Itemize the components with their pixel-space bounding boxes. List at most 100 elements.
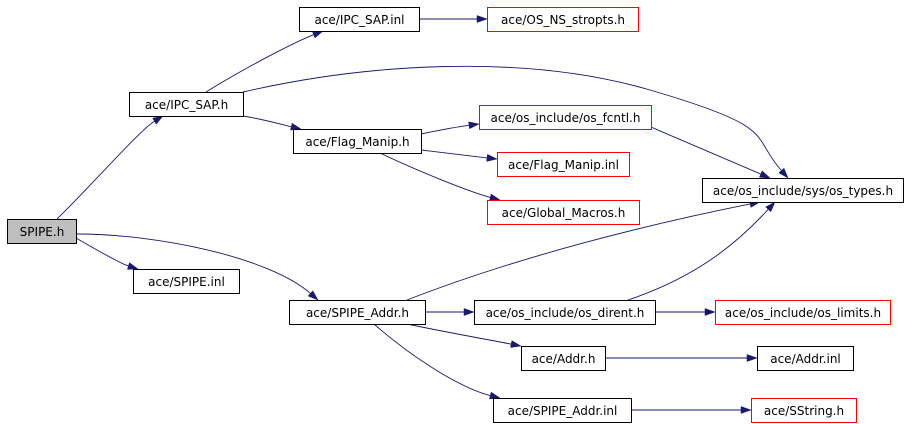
node-label: ace/Global_Macros.h xyxy=(502,206,626,220)
edge-line xyxy=(420,149,488,159)
edge-line xyxy=(373,323,491,397)
edge-spipe_h-to-spipe_addr_h xyxy=(75,233,319,301)
node-box xyxy=(479,105,652,130)
node-global-macros-h[interactable]: ace/Global_Macros.h xyxy=(487,200,640,225)
arrow-head-icon xyxy=(765,201,776,213)
node-spipe-h[interactable]: SPIPE.h xyxy=(7,219,77,244)
node-label: SPIPE.h xyxy=(20,225,65,239)
arrow-head-icon xyxy=(307,290,319,301)
node-os-types-h[interactable]: ace/os_include/sys/os_types.h xyxy=(702,178,904,203)
node-box xyxy=(493,398,632,423)
arrow-head-icon xyxy=(312,30,324,39)
node-os-dirent-h[interactable]: ace/os_include/os_dirent.h xyxy=(474,300,656,325)
edge-os_dirent_h-to-os_types_h xyxy=(627,201,776,301)
edge-spipe_h-to-ipc_sap_h xyxy=(56,115,164,220)
edge-flag_manip_h-to-global_macros_h xyxy=(379,152,501,202)
node-spipe-addr-inl[interactable]: ace/SPIPE_Addr.inl xyxy=(493,398,632,423)
arrow-head-icon xyxy=(152,115,164,125)
node-label: ace/SPIPE_Addr.inl xyxy=(508,404,618,418)
node-box xyxy=(521,346,606,371)
node-box xyxy=(289,300,426,325)
edge-flag_manip_h-to-flag_manip_inl xyxy=(420,149,498,162)
node-box xyxy=(487,200,640,225)
node-label: ace/Addr.h xyxy=(532,352,596,366)
node-label: ace/IPC_SAP.h xyxy=(145,98,228,112)
arrow-head-icon xyxy=(476,15,488,23)
node-box xyxy=(487,7,639,32)
edge-spipe_addr_h-to-addr_h xyxy=(406,323,522,348)
edge-line xyxy=(650,126,761,175)
arrow-head-icon xyxy=(468,121,480,130)
node-addr-inl[interactable]: ace/Addr.inl xyxy=(757,346,854,371)
edge-os_dirent_h-to-os_limits_h xyxy=(654,308,716,316)
arrow-head-icon xyxy=(489,391,501,400)
arrow-head-icon xyxy=(127,262,139,270)
node-ipc-sap-inl[interactable]: ace/IPC_SAP.inl xyxy=(299,7,420,32)
arrow-head-icon xyxy=(489,193,501,202)
edge-line xyxy=(75,233,311,294)
edge-flag_manip_h-to-os_fcntl_h xyxy=(420,121,480,135)
node-os-ns-stropts-h[interactable]: ace/OS_NS_stropts.h xyxy=(487,7,639,32)
arrow-head-icon xyxy=(759,170,771,179)
node-box xyxy=(7,219,77,244)
edge-line xyxy=(242,115,292,128)
edge-ipc_sap_h-to-flag_manip_h xyxy=(242,115,302,131)
node-box xyxy=(474,300,656,325)
edge-line xyxy=(627,209,769,301)
node-flag-manip-h[interactable]: ace/Flag_Manip.h xyxy=(293,129,422,154)
node-box xyxy=(299,7,420,32)
node-spipe-inl[interactable]: ace/SPIPE.inl xyxy=(133,269,240,294)
edge-line xyxy=(205,34,314,93)
arrow-head-icon xyxy=(463,308,475,316)
edge-os_fcntl_h-to-os_types_h xyxy=(650,126,771,179)
nodes-layer: SPIPE.h ace/IPC_SAP.h ace/IPC_SAP.inl ace/O… xyxy=(7,7,904,423)
edge-line xyxy=(406,323,512,345)
edge-line xyxy=(379,152,491,198)
node-label: ace/Flag_Manip.h xyxy=(305,135,409,149)
node-os-limits-h[interactable]: ace/os_include/os_limits.h xyxy=(715,300,891,325)
node-ipc-sap-h[interactable]: ace/IPC_SAP.h xyxy=(129,92,244,117)
edge-ipc_sap_h-to-os_types_h xyxy=(242,65,789,179)
node-sstring-h[interactable]: ace/SString.h xyxy=(751,398,857,423)
arrow-head-icon xyxy=(746,354,758,362)
arrow-head-icon xyxy=(486,154,498,162)
node-box xyxy=(129,92,244,117)
node-label: ace/SPIPE_Addr.h xyxy=(306,306,409,320)
node-box xyxy=(133,269,240,294)
node-box xyxy=(757,346,854,371)
node-os-fcntl-h[interactable]: ace/os_include/os_fcntl.h xyxy=(479,105,652,130)
arrow-head-icon xyxy=(740,406,752,414)
node-box xyxy=(497,152,630,177)
node-label: ace/os_include/sys/os_types.h xyxy=(713,184,893,198)
node-spipe-addr-h[interactable]: ace/SPIPE_Addr.h xyxy=(289,300,426,325)
node-box xyxy=(715,300,891,325)
node-box xyxy=(702,178,904,203)
arrow-head-icon xyxy=(778,167,789,179)
node-label: ace/Addr.inl xyxy=(770,352,841,366)
arrow-head-icon xyxy=(704,308,716,316)
node-box xyxy=(751,398,857,423)
edge-spipe_addr_inl-to-sstring_h xyxy=(631,406,752,414)
edge-spipe_h-to-spipe_inl xyxy=(75,237,139,270)
arrow-head-icon xyxy=(510,340,522,348)
edge-line xyxy=(406,203,751,301)
node-label: ace/os_include/os_limits.h xyxy=(725,306,881,320)
node-addr-h[interactable]: ace/Addr.h xyxy=(521,346,606,371)
edge-ipc_sap_inl-to-os_ns_stropts_h xyxy=(419,15,488,23)
node-flag-manip-inl[interactable]: ace/Flag_Manip.inl xyxy=(497,152,630,177)
node-label: ace/SPIPE.inl xyxy=(148,275,225,289)
edge-spipe_addr_h-to-spipe_addr_inl xyxy=(373,323,501,400)
node-label: ace/os_include/os_dirent.h xyxy=(486,306,645,320)
node-label: ace/SString.h xyxy=(764,404,844,418)
edge-addr_h-to-addr_inl xyxy=(605,354,758,362)
node-label: ace/os_include/os_fcntl.h xyxy=(491,111,641,125)
edge-ipc_sap_h-to-ipc_sap_inl xyxy=(205,30,324,93)
edge-line xyxy=(242,65,782,171)
node-label: ace/OS_NS_stropts.h xyxy=(501,13,625,27)
node-label: ace/IPC_SAP.inl xyxy=(314,13,404,27)
node-label: ace/Flag_Manip.inl xyxy=(508,158,619,172)
edges-layer xyxy=(56,15,789,414)
node-box xyxy=(293,129,422,154)
edge-line xyxy=(56,120,155,220)
